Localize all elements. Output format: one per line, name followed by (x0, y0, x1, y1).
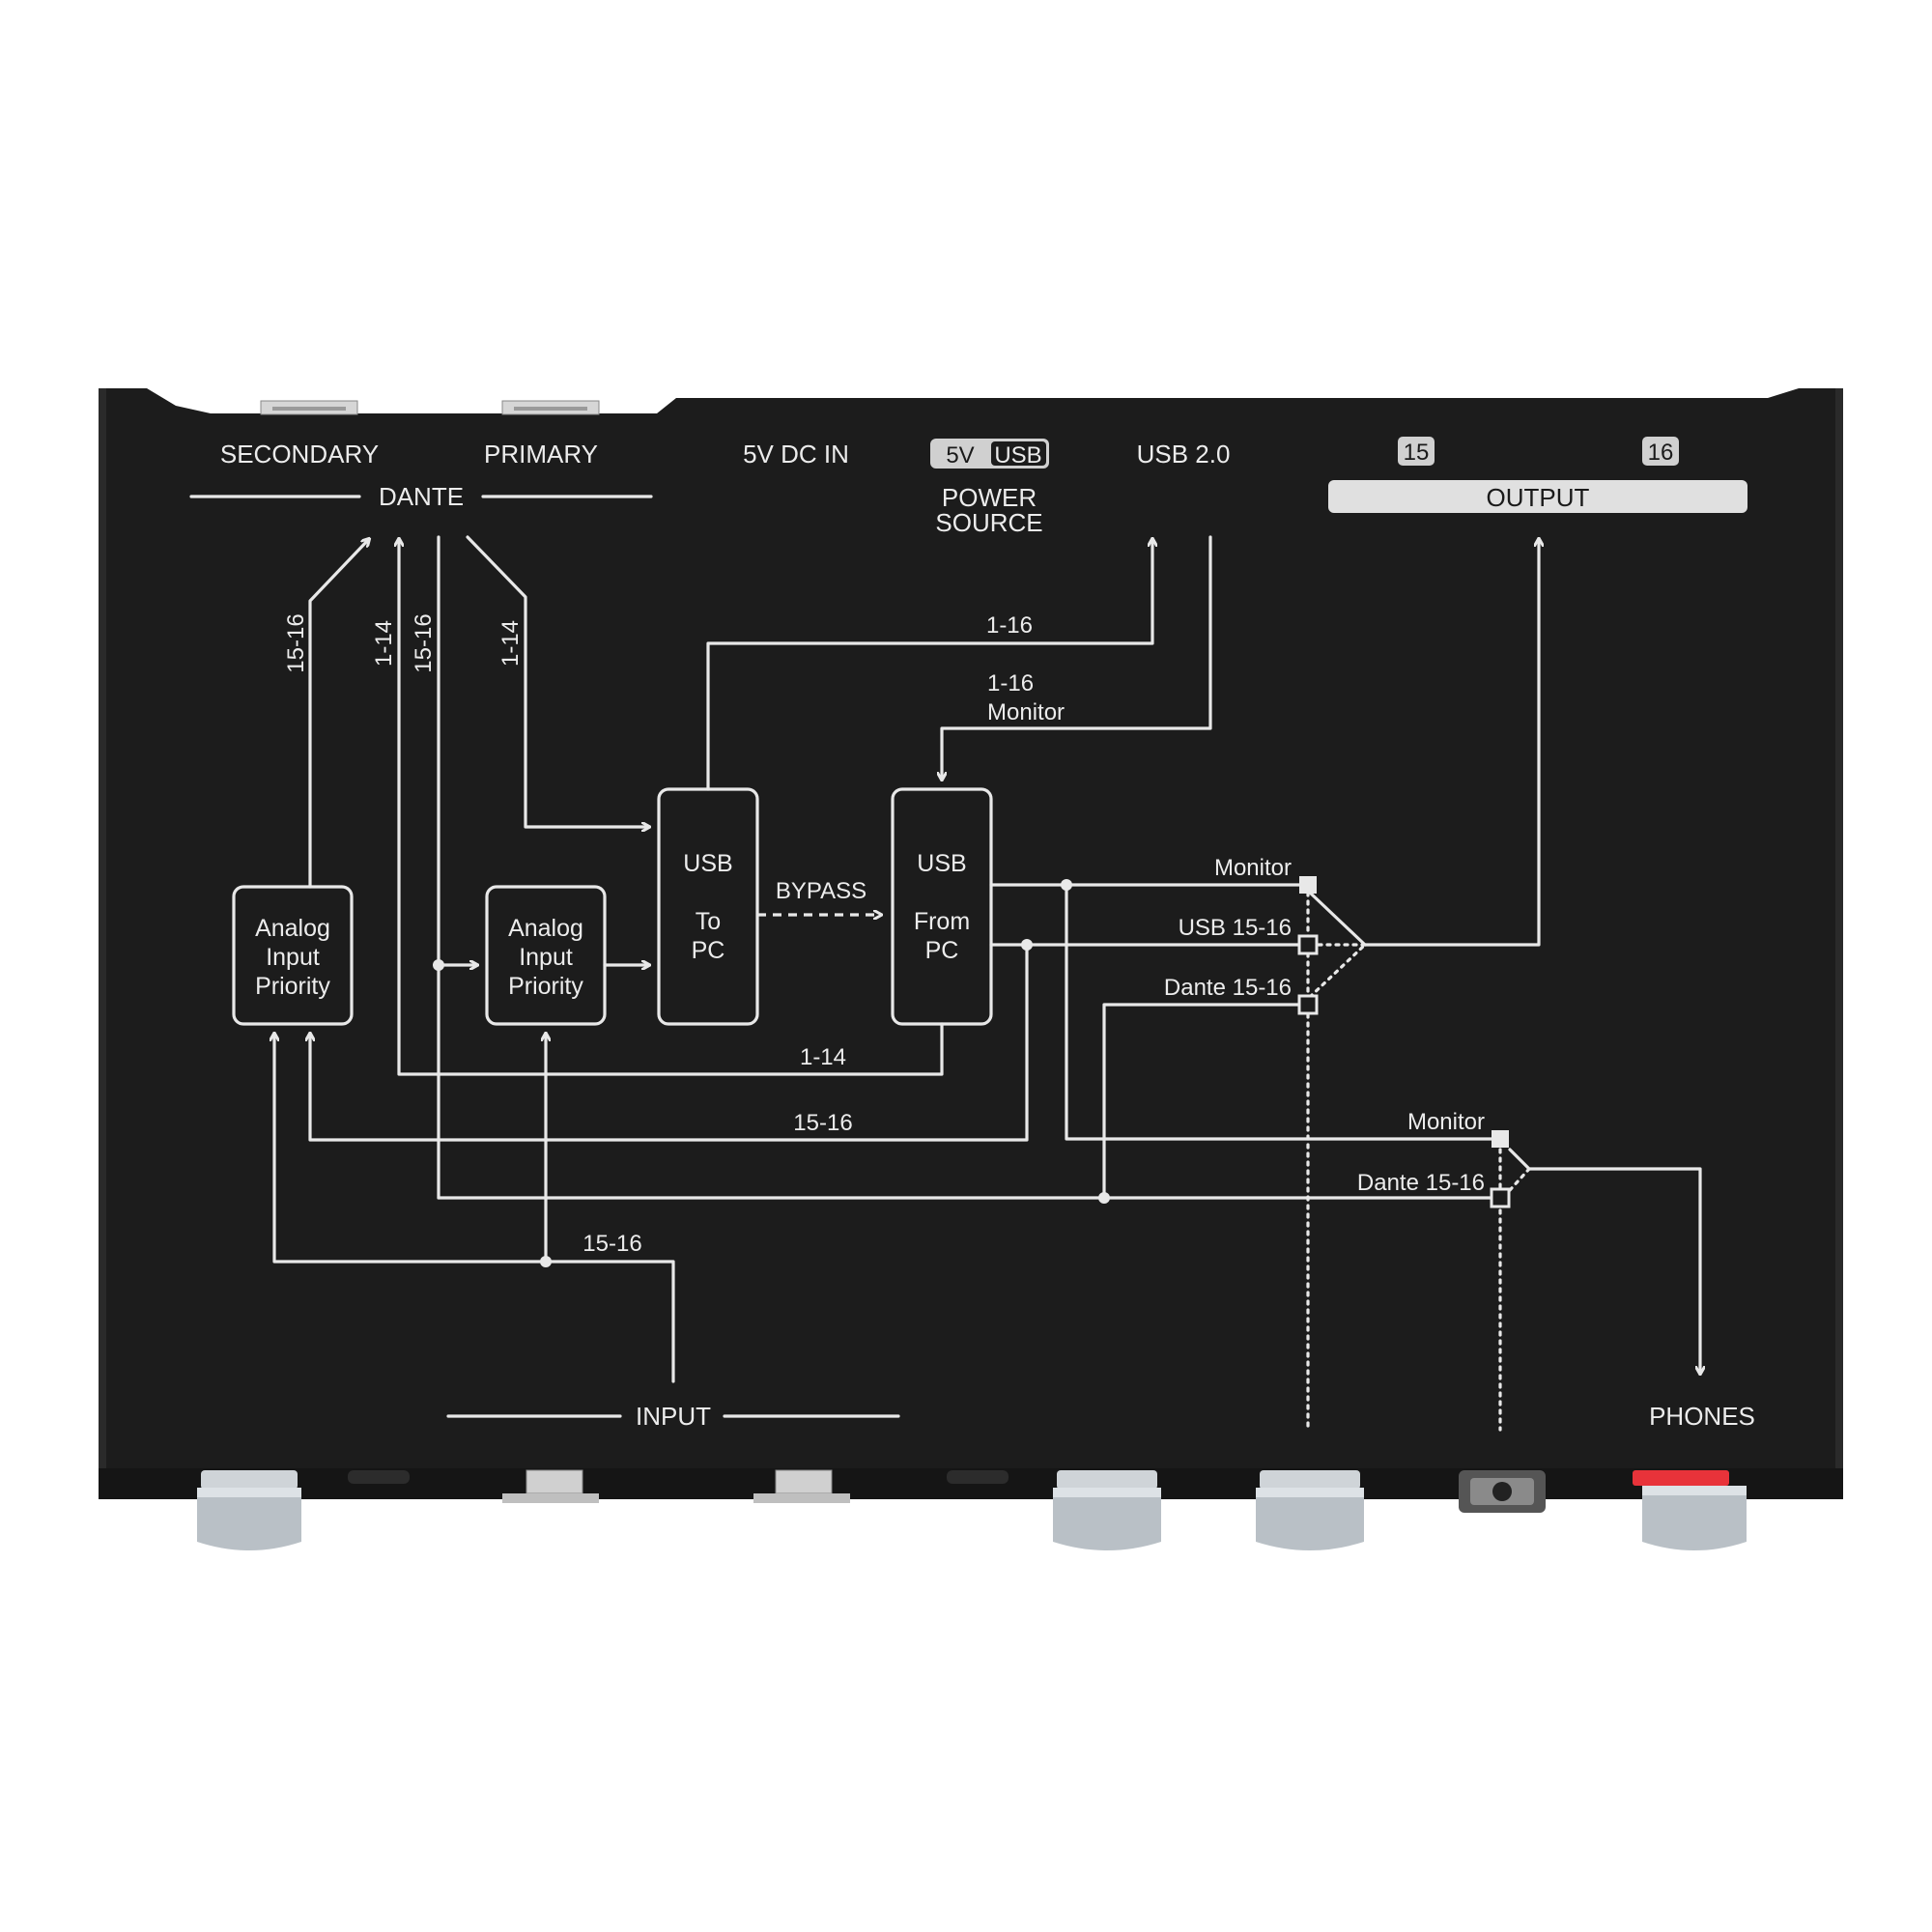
output-monitor-label: Monitor (1214, 855, 1292, 881)
svg-text:Input: Input (266, 944, 320, 971)
phones-jack[interactable] (1459, 1470, 1546, 1513)
dante-secondary-port[interactable] (260, 400, 358, 415)
ret-15-16-label: 15-16 (793, 1110, 852, 1136)
svg-text:Priority: Priority (508, 973, 583, 1000)
output-15-badge: 15 (1398, 437, 1435, 466)
input-label: INPUT (636, 1402, 711, 1431)
power-source-badge: 5V USB (930, 439, 1049, 469)
svg-text:From: From (914, 908, 970, 935)
output-banner: OUTPUT (1328, 480, 1747, 513)
input-15-16-label: 15-16 (582, 1231, 641, 1257)
usb-from-pc-block: USB From PC (891, 787, 993, 1026)
output-knob-16[interactable] (1256, 1470, 1364, 1550)
svg-text:USB: USB (917, 850, 966, 877)
input-gain-knob-1[interactable] (197, 1470, 301, 1550)
junction-dots (433, 879, 1110, 1267)
input-xlr-2[interactable] (753, 1469, 850, 1503)
phones-dante-15-16-label: Dante 15-16 (1357, 1170, 1485, 1196)
power-source-line1: POWER (942, 483, 1037, 512)
power-usb-label: USB (994, 442, 1041, 469)
phones-selector-switch (1490, 1130, 1511, 1208)
device-body (99, 388, 1843, 1499)
svg-text:PC: PC (925, 937, 959, 964)
svg-text:Analog: Analog (255, 915, 330, 942)
sec-15-16-label: 15-16 (283, 613, 309, 672)
phones-level-knob[interactable] (1633, 1470, 1747, 1550)
bypass-label: BYPASS (776, 878, 867, 904)
dc-in-label: 5V DC IN (743, 440, 849, 469)
svg-text:USB: USB (683, 850, 732, 877)
primary-label: PRIMARY (484, 440, 598, 469)
dante-primary-port[interactable] (501, 400, 600, 415)
bottom-hardware (99, 1468, 1843, 1550)
power-source-line2: SOURCE (935, 508, 1042, 537)
input-jack-1[interactable] (348, 1470, 410, 1484)
secondary-label: SECONDARY (220, 440, 379, 469)
usb-2-label: USB 2.0 (1137, 440, 1231, 469)
svg-text:16: 16 (1648, 440, 1674, 466)
ret-1-14-label: 1-14 (800, 1044, 846, 1070)
pri-1-14-label: 1-14 (497, 620, 524, 667)
dante-label: DANTE (379, 482, 464, 511)
svg-text:To: To (696, 908, 721, 935)
sec-1-14-label: 1-14 (371, 620, 397, 667)
output-16-badge: 16 (1642, 437, 1679, 466)
output-dante-15-16-label: Dante 15-16 (1164, 975, 1292, 1001)
power-5v-label: 5V (946, 442, 974, 469)
svg-text:15: 15 (1404, 440, 1430, 466)
usb-monitor-label-2: Monitor (987, 699, 1065, 725)
svg-text:Priority: Priority (255, 973, 330, 1000)
output-selector-switch (1297, 876, 1319, 1015)
output-usb-15-16-label: USB 15-16 (1179, 915, 1292, 941)
output-label: OUTPUT (1487, 483, 1590, 512)
sec-15-16b-label: 15-16 (411, 613, 437, 672)
svg-text:Analog: Analog (508, 915, 583, 942)
input-jack-2[interactable] (947, 1470, 1009, 1484)
output-knob-15[interactable] (1053, 1470, 1161, 1550)
phones-monitor-label: Monitor (1407, 1109, 1485, 1135)
phones-label: PHONES (1649, 1402, 1755, 1431)
analog-input-priority-block-1: Analog Input Priority (232, 885, 354, 1026)
usb-monitor-label-1: 1-16 (987, 670, 1034, 696)
svg-text:Input: Input (519, 944, 573, 971)
usb-1-16-label: 1-16 (986, 612, 1033, 639)
input-xlr-1[interactable] (502, 1469, 599, 1503)
svg-text:PC: PC (692, 937, 725, 964)
analog-input-priority-block-2: Analog Input Priority (485, 885, 607, 1026)
